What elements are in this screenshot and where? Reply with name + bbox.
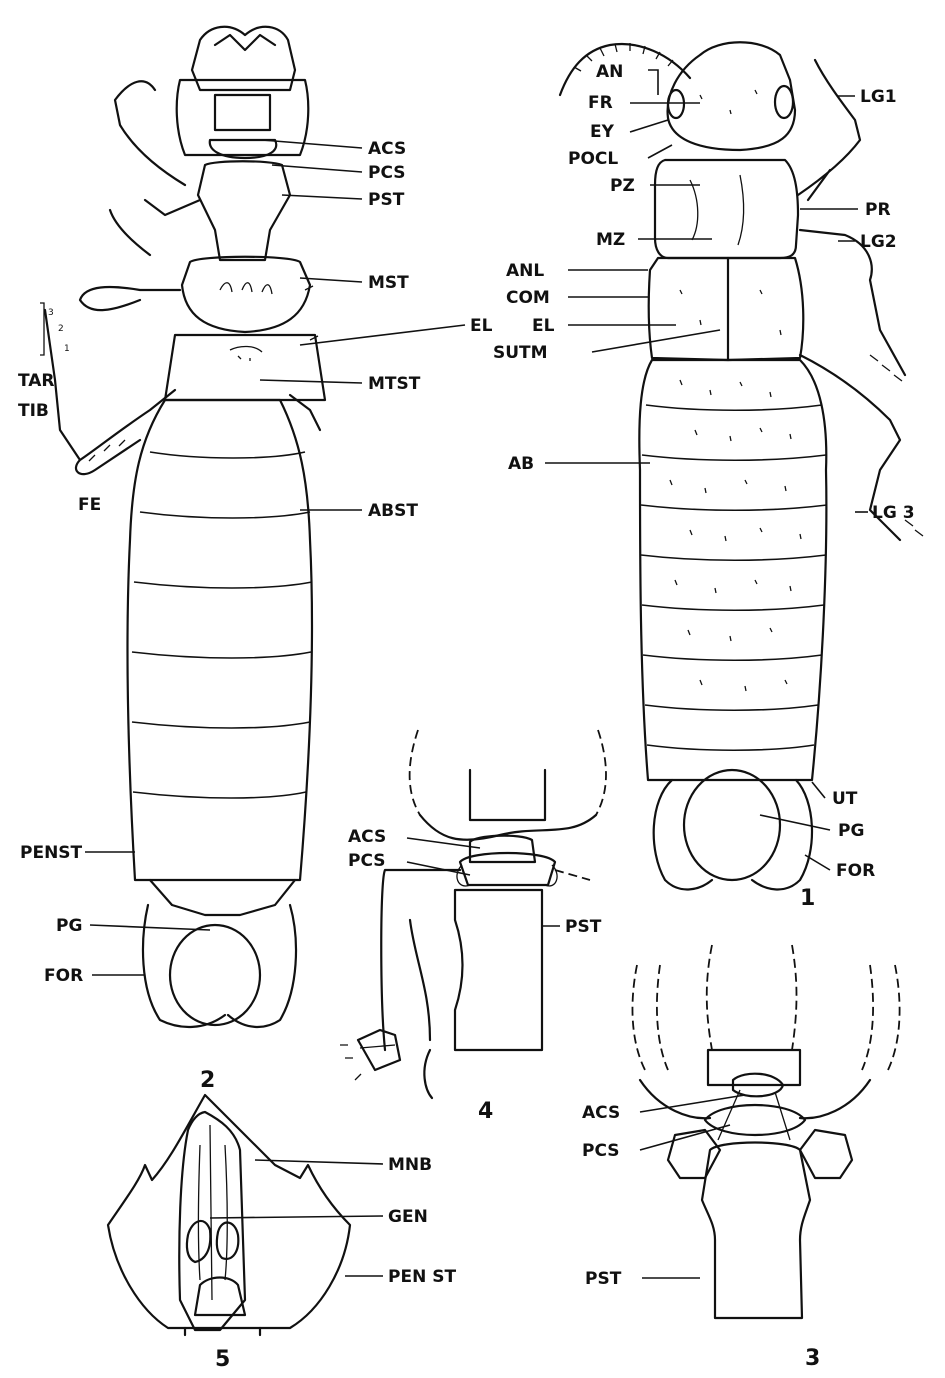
label-tib: TIB: [18, 401, 49, 421]
abdomen-drawing-fig2: [128, 400, 312, 880]
pronotum-drawing: [655, 160, 798, 258]
leg-2-drawing-fig2: [80, 210, 180, 310]
label-ut: UT: [832, 789, 858, 809]
forceps-drawing: [654, 780, 812, 889]
leg-3-drawing-fig2: [45, 310, 175, 474]
label-el-fig2: EL: [470, 316, 493, 336]
figure-number-2: 2: [200, 1068, 215, 1093]
label-abst: ABST: [368, 501, 418, 521]
tarsal-number-3: 3: [48, 308, 54, 318]
label-gen: GEN: [388, 1207, 428, 1227]
label-for-fig1: FOR: [836, 861, 875, 881]
label-pr: PR: [865, 200, 891, 220]
label-ab: AB: [508, 454, 534, 474]
label-anl: ANL: [506, 261, 544, 281]
label-mnb: MNB: [388, 1155, 432, 1175]
label-ey: EY: [590, 122, 615, 142]
stippling: [670, 90, 801, 691]
label-for-fig2: FOR: [44, 966, 83, 986]
forceps-drawing-fig2: [143, 905, 296, 1027]
label-acs-fig3: ACS: [582, 1103, 620, 1123]
label-pst-fig2: PST: [368, 190, 405, 210]
figure-number-4: 4: [478, 1099, 493, 1124]
label-pz: PZ: [610, 176, 635, 196]
label-pocl: POCL: [568, 149, 618, 169]
head-drawing-fig2: [177, 80, 309, 155]
figure-3-leaders: [640, 1095, 745, 1278]
figure-2-leaders: [40, 140, 465, 975]
label-penst: PENST: [20, 843, 83, 863]
abdomen-drawing: [639, 360, 826, 780]
elytra-drawing: [649, 258, 728, 360]
leg-1-drawing: [798, 60, 860, 200]
label-fr: FR: [588, 93, 613, 113]
figure-1-dorsal-view: [560, 42, 923, 889]
label-pst-fig4: PST: [565, 917, 602, 937]
label-lg2: LG2: [860, 232, 897, 252]
label-pg-fig1: PG: [838, 821, 864, 841]
label-mst: MST: [368, 273, 409, 293]
figure-number-3: 3: [805, 1346, 820, 1371]
figure-5-detail: [108, 1095, 350, 1335]
figure-4-leaders: [407, 838, 560, 926]
tarsal-number-2: 2: [58, 324, 64, 334]
label-pcs-fig4: PCS: [348, 851, 386, 871]
label-pen-st: PEN ST: [388, 1267, 456, 1287]
figure-3-detail: [632, 945, 899, 1318]
label-mtst: MTST: [368, 374, 421, 394]
tarsal-number-1: 1: [64, 344, 70, 354]
label-fe: FE: [78, 495, 101, 515]
label-acs-fig4: ACS: [348, 827, 386, 847]
label-an: AN: [596, 62, 623, 82]
label-pg-fig2: PG: [56, 916, 82, 936]
label-pcs-fig3: PCS: [582, 1141, 620, 1161]
label-acs-fig2: ACS: [368, 139, 406, 159]
label-pcs-fig2: PCS: [368, 163, 406, 183]
leg-1-drawing-fig2: [115, 81, 200, 215]
figure-number-1: 1: [800, 886, 815, 911]
label-pst-fig3: PST: [585, 1269, 622, 1289]
figure-number-5: 5: [215, 1347, 230, 1372]
figure-4-detail: [340, 730, 606, 1098]
label-sutm: SUTM: [493, 343, 548, 363]
label-com: COM: [506, 288, 550, 308]
label-tar: TAR: [18, 371, 55, 391]
label-el-fig1: EL: [532, 316, 555, 336]
label-lg3: LG 3: [872, 503, 915, 523]
label-mz: MZ: [596, 230, 625, 250]
figure-2-ventral-view: [45, 27, 325, 1027]
label-lg1: LG1: [860, 87, 897, 107]
